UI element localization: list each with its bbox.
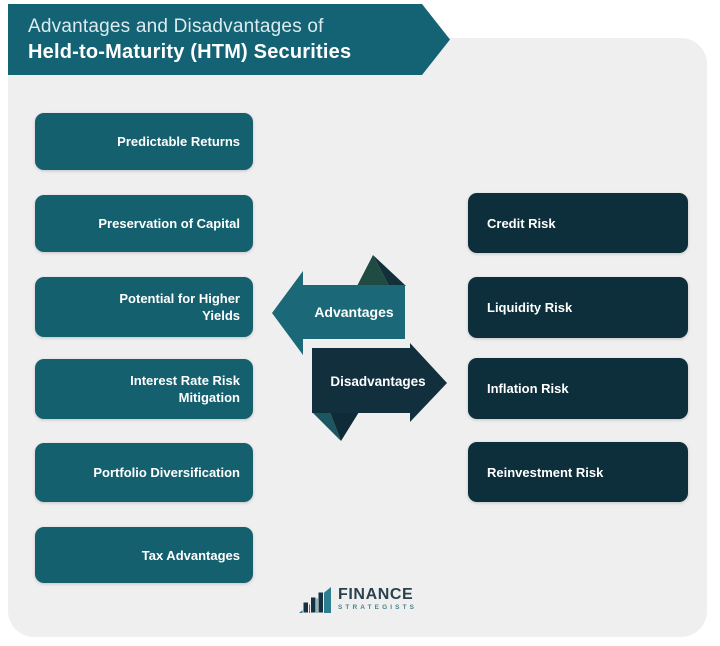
finance-strategists-logo: FINANCE STRATEGISTS: [298, 584, 417, 614]
ribbon-fold-top-left: [357, 255, 389, 286]
title-line-1: Advantages and Disadvantages of: [28, 15, 324, 37]
advantages-arrow-label: Advantages: [314, 304, 394, 320]
advantage-label: Portfolio Diversification: [93, 465, 240, 480]
disadvantage-box-reinvestment-risk: Reinvestment Risk: [468, 442, 688, 502]
advantage-box-portfolio-diversification: Portfolio Diversification: [35, 443, 253, 502]
logo-brand-text: FINANCE: [338, 585, 414, 603]
disadvantage-label: Inflation Risk: [487, 381, 569, 396]
disadvantage-box-liquidity-risk: Liquidity Risk: [468, 277, 688, 338]
disadvantages-arrow-label: Disadvantages: [330, 374, 426, 389]
advantages-arrow-icon: [272, 271, 405, 355]
bar-chart-logo-icon: [299, 587, 331, 614]
title-banner: Advantages and Disadvantages of Held-to-…: [8, 4, 450, 75]
ribbon-fold-bottom-left: [312, 412, 341, 441]
logo-brand-subtext: STRATEGISTS: [338, 603, 418, 611]
ribbon-fold-bottom-right: [330, 412, 359, 441]
disadvantage-box-credit-risk: Credit Risk: [468, 193, 688, 253]
disadvantage-label: Liquidity Risk: [487, 300, 573, 315]
interlocking-arrows-icon: [272, 255, 447, 441]
advantage-label: Tax Advantages: [141, 547, 240, 563]
advantage-label: Preservation of Capital: [98, 216, 240, 231]
advantage-box-interest-rate-risk-mitigation: Interest Rate Risk Mitigation: [35, 359, 253, 419]
advantage-box-potential-for-higher-yields: Potential for Higher Yields: [35, 277, 253, 337]
advantage-label: Interest Rate Risk Mitigation: [130, 373, 240, 405]
advantage-box-predictable-returns: Predictable Returns: [35, 113, 253, 170]
disadvantage-label: Credit Risk: [487, 215, 556, 231]
disadvantage-box-inflation-risk: Inflation Risk: [468, 358, 688, 419]
disadvantages-arrow-icon: [312, 343, 447, 422]
advantage-box-tax-advantages: Tax Advantages: [35, 527, 253, 583]
logo-wordmark: FINANCE STRATEGISTS: [338, 585, 418, 612]
disadvantage-label: Reinvestment Risk: [487, 464, 604, 480]
ribbon-fold-top-right: [373, 255, 406, 286]
advantage-label: Potential for Higher Yields: [119, 291, 240, 323]
advantage-box-preservation-of-capital: Preservation of Capital: [35, 195, 253, 252]
advantage-label: Predictable Returns: [117, 134, 240, 149]
title-line-2: Held-to-Maturity (HTM) Securities: [28, 40, 352, 63]
